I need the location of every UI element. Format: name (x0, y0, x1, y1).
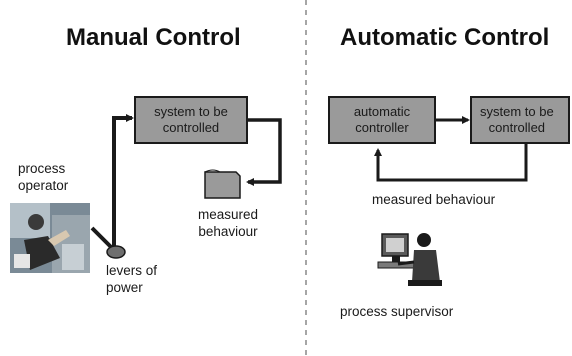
automatic-measured-behaviour-label: measured behaviour (372, 192, 496, 207)
automatic-control-title: Automatic Control (340, 24, 550, 51)
process-operator-icon (10, 203, 90, 273)
process-supervisor-icon (377, 233, 442, 286)
lever-arrow (112, 114, 134, 250)
process-operator-label: process operator (18, 161, 69, 193)
document-icon (204, 169, 241, 199)
manual-control-title: Manual Control (66, 24, 241, 51)
measurement-arrow (246, 118, 282, 186)
feedback-arrow (374, 144, 528, 182)
manual-system-box: system to be controlled (134, 96, 248, 144)
lever-knob-icon (90, 226, 126, 259)
manual-measured-behaviour-label: measured behaviour (197, 207, 259, 239)
automatic-controller-box: automatic controller (328, 96, 436, 144)
automatic-system-box: system to be controlled (470, 96, 570, 144)
process-supervisor-label: process supervisor (340, 304, 454, 319)
levers-of-power-label: levers of power (106, 263, 158, 295)
